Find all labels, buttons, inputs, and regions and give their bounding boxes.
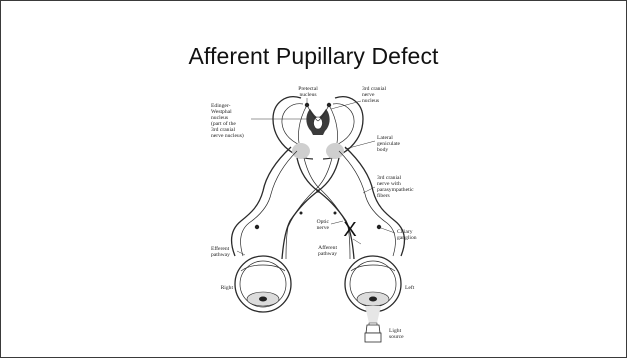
optic-pathways	[282, 158, 354, 259]
label-lgb-line3: body	[377, 147, 388, 153]
label-ciliary-line2: ganglion	[397, 235, 417, 241]
label-light-line2: source	[389, 334, 404, 340]
left-eye	[345, 256, 401, 312]
label-afferent-line1: Afferent	[318, 244, 337, 251]
label-right-eye: Right	[221, 285, 234, 291]
label-efferent-line2: pathway	[211, 252, 230, 258]
light-source	[365, 306, 381, 342]
lesion-x-mark: X	[343, 219, 356, 241]
label-optic-line2: nerve	[317, 225, 330, 231]
midbrain-structure	[273, 97, 363, 159]
label-afferent-line2: pathway	[318, 251, 337, 257]
label-ew-line6: nerve nucleus)	[211, 132, 244, 139]
label-ew-line4: (part of the	[211, 120, 236, 127]
label-efferent-line1: Efferent	[211, 245, 230, 252]
efferent-loops	[232, 147, 405, 256]
label-3rd-nerve-nucleus-line3: nucleus	[362, 98, 379, 104]
label-left-eye: Left	[405, 284, 415, 291]
right-eye	[235, 256, 291, 312]
label-pretectal-line2: nucleus	[299, 92, 316, 98]
label-3rd-para-line4: fibers	[377, 192, 390, 199]
